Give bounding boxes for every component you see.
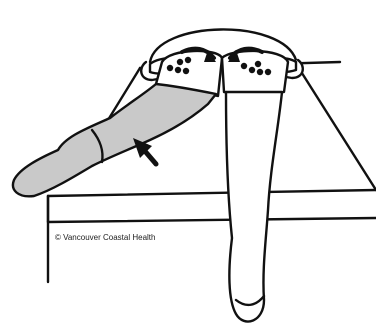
moving-leg-shape: [13, 84, 216, 196]
muscle-dot: [175, 67, 181, 73]
credit-text: © Vancouver Coastal Health: [55, 233, 155, 242]
muscle-dot: [257, 69, 263, 75]
muscle-dot: [183, 68, 189, 74]
muscle-dot: [241, 63, 247, 69]
muscle-dot: [249, 67, 255, 73]
muscle-dot: [265, 69, 271, 75]
muscle-dot: [185, 57, 191, 63]
muscle-dot: [167, 65, 173, 71]
straight-leg: [226, 92, 282, 322]
muscle-dot: [255, 61, 261, 67]
muscle-dot: [177, 59, 183, 65]
straight-leg-shape: [226, 92, 282, 322]
bed-right-edge: [300, 70, 376, 190]
moving-leg: [13, 84, 216, 196]
bed-front-top: [48, 190, 376, 196]
bed-front-bottom: [48, 218, 376, 222]
